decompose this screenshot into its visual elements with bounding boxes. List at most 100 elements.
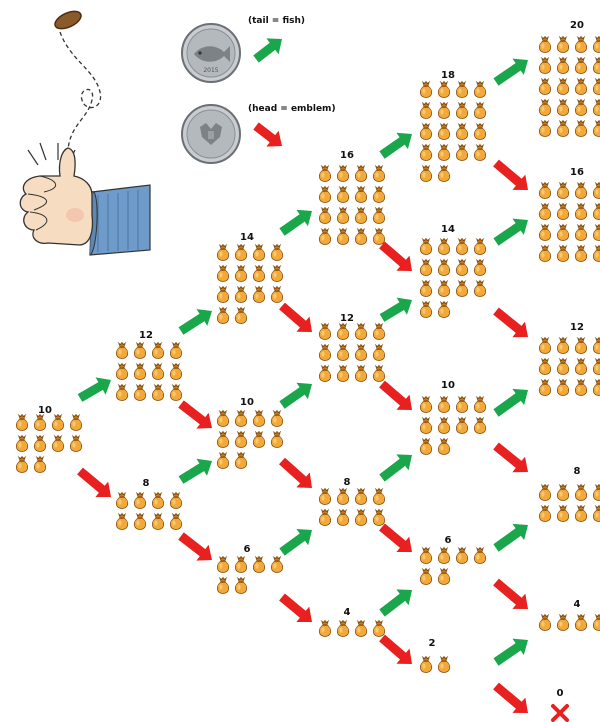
money-bag-icon bbox=[473, 258, 487, 276]
money-bag-icon bbox=[437, 143, 451, 161]
red-down-arrow-icon bbox=[178, 532, 212, 561]
red-down-arrow-icon bbox=[253, 122, 282, 147]
bag-group-n2a bbox=[215, 242, 285, 324]
bag-group-n4c bbox=[418, 394, 488, 455]
bag-group-n2c bbox=[215, 554, 285, 594]
money-bag-icon bbox=[419, 655, 433, 673]
money-bag-icon bbox=[574, 119, 588, 137]
money-bag-icon bbox=[216, 555, 230, 573]
money-bag-icon bbox=[556, 483, 570, 501]
bag-group-n5a bbox=[537, 34, 600, 137]
bag-group-n3b bbox=[317, 321, 387, 382]
money-bag-icon bbox=[169, 512, 183, 530]
money-bag-icon bbox=[592, 378, 600, 396]
money-bag-icon bbox=[318, 343, 332, 361]
money-bag-icon bbox=[455, 395, 469, 413]
money-bag-icon bbox=[354, 487, 368, 505]
money-bag-icon bbox=[336, 164, 350, 182]
money-bag-icon bbox=[574, 244, 588, 262]
money-bag-icon bbox=[437, 416, 451, 434]
money-bag-icon bbox=[133, 362, 147, 380]
money-bag-icon bbox=[115, 491, 129, 509]
money-bag-icon bbox=[455, 143, 469, 161]
money-bag-icon bbox=[592, 357, 600, 375]
money-bag-icon bbox=[455, 416, 469, 434]
money-bag-icon bbox=[216, 243, 230, 261]
money-bag-icon bbox=[270, 264, 284, 282]
money-bag-icon bbox=[354, 364, 368, 382]
node-value-n3b: 12 bbox=[340, 313, 354, 324]
money-bag-icon bbox=[455, 258, 469, 276]
money-bag-icon bbox=[473, 101, 487, 119]
money-bag-icon bbox=[234, 555, 248, 573]
money-bag-icon bbox=[15, 434, 29, 452]
money-bag-icon bbox=[574, 56, 588, 74]
money-bag-icon bbox=[216, 430, 230, 448]
money-bag-icon bbox=[437, 80, 451, 98]
money-bag-icon bbox=[437, 395, 451, 413]
money-bag-icon bbox=[216, 409, 230, 427]
money-bag-icon bbox=[437, 258, 451, 276]
money-bag-icon bbox=[473, 416, 487, 434]
money-bag-icon bbox=[437, 546, 451, 564]
bag-group-n4b bbox=[418, 236, 488, 318]
red-down-arrow-icon bbox=[279, 593, 312, 622]
red-down-arrow-icon bbox=[379, 634, 412, 664]
money-bag-icon bbox=[216, 451, 230, 469]
money-bag-icon bbox=[538, 244, 552, 262]
money-bag-icon bbox=[419, 258, 433, 276]
money-bag-icon bbox=[336, 343, 350, 361]
money-bag-icon bbox=[538, 181, 552, 199]
money-bag-icon bbox=[318, 487, 332, 505]
money-bag-icon bbox=[133, 512, 147, 530]
money-bag-icon bbox=[592, 202, 600, 220]
node-value-n4a: 18 bbox=[441, 70, 455, 81]
money-bag-icon bbox=[574, 613, 588, 631]
money-bag-icon bbox=[437, 122, 451, 140]
money-bag-icon bbox=[556, 336, 570, 354]
red-down-arrow-icon bbox=[379, 523, 412, 552]
bag-group-n3c bbox=[317, 486, 387, 526]
money-bag-icon bbox=[216, 306, 230, 324]
money-bag-icon bbox=[336, 206, 350, 224]
money-bag-icon bbox=[15, 455, 29, 473]
money-bag-icon bbox=[133, 341, 147, 359]
money-bag-icon bbox=[574, 504, 588, 522]
money-bag-icon bbox=[151, 362, 165, 380]
money-bag-icon bbox=[455, 546, 469, 564]
red-down-arrow-icon bbox=[493, 159, 528, 190]
money-bag-icon bbox=[354, 343, 368, 361]
red-down-arrow-icon bbox=[493, 578, 528, 609]
bag-group-n1b bbox=[114, 490, 184, 530]
node-value-n1b: 8 bbox=[142, 478, 150, 489]
green-up-arrow-icon bbox=[379, 454, 412, 482]
money-bag-icon bbox=[592, 223, 600, 241]
node-value-n1a: 12 bbox=[139, 330, 153, 341]
money-bag-icon bbox=[419, 164, 433, 182]
money-bag-icon bbox=[419, 237, 433, 255]
node-value-n2c: 6 bbox=[243, 544, 251, 555]
green-up-arrow-icon bbox=[178, 458, 212, 484]
money-bag-icon bbox=[336, 487, 350, 505]
money-bag-icon bbox=[69, 434, 83, 452]
money-bag-icon bbox=[419, 122, 433, 140]
money-bag-icon bbox=[252, 555, 266, 573]
money-bag-icon bbox=[372, 322, 386, 340]
money-bag-icon bbox=[372, 364, 386, 382]
green-up-arrow-icon bbox=[279, 529, 312, 556]
money-bag-icon bbox=[115, 362, 129, 380]
money-bag-icon bbox=[234, 409, 248, 427]
money-bag-icon bbox=[419, 300, 433, 318]
node-value-n5a: 20 bbox=[570, 20, 584, 31]
money-bag-icon bbox=[270, 430, 284, 448]
bag-group-n1a bbox=[114, 340, 184, 401]
money-bag-icon bbox=[574, 181, 588, 199]
money-bag-icon bbox=[574, 35, 588, 53]
bag-group-n5e bbox=[537, 612, 600, 631]
money-bag-icon bbox=[419, 143, 433, 161]
thumb-flipping-coin-icon bbox=[19, 10, 151, 256]
money-bag-icon bbox=[592, 181, 600, 199]
money-bag-icon bbox=[574, 378, 588, 396]
